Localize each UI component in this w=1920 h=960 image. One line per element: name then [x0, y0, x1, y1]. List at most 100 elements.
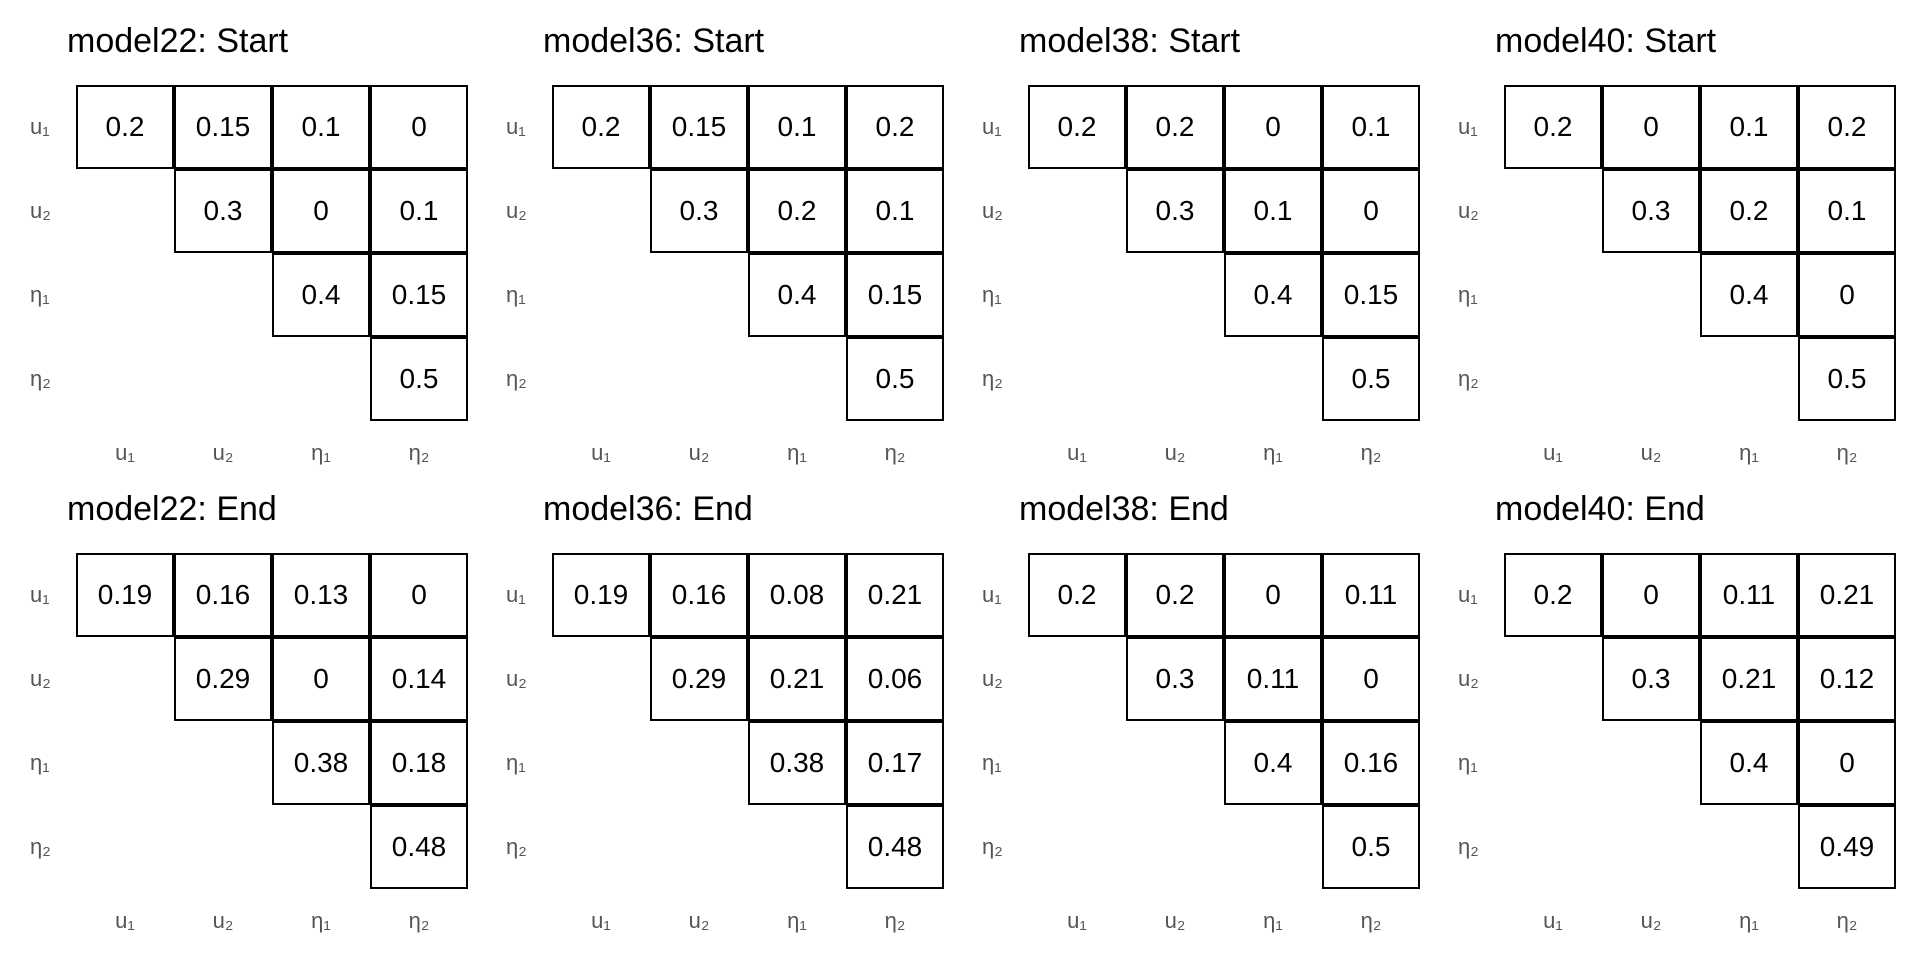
- matrix-cell: 0.11: [1700, 553, 1798, 637]
- matrix-cell: 0.1: [1700, 85, 1798, 169]
- cell-value: 0.11: [1246, 663, 1300, 694]
- cell-value: 0.48: [391, 831, 447, 862]
- row-label: u₁: [506, 114, 526, 139]
- row-label: u₁: [982, 114, 1002, 139]
- column-label: η₁: [1739, 440, 1759, 465]
- row-label: u₁: [982, 582, 1002, 607]
- cell-border: [1322, 553, 1420, 637]
- matrix-cell: 0.2: [1126, 553, 1224, 637]
- cell-value: 0.1: [1729, 111, 1769, 142]
- row-label: η₂: [506, 834, 527, 859]
- row-label: η₂: [30, 834, 51, 859]
- matrix-cell: 0.4: [748, 253, 846, 337]
- cell-value: 0.16: [671, 579, 727, 610]
- cell-border: [650, 85, 748, 169]
- column-label: η₁: [311, 908, 331, 933]
- cell-value: 0.3: [679, 195, 719, 226]
- cell-border: [1322, 637, 1420, 721]
- cell-border: [370, 337, 468, 421]
- cell-border: [748, 553, 846, 637]
- matrix-cell: 0.48: [370, 805, 468, 889]
- matrix-cell: 0.38: [272, 721, 370, 805]
- cell-value: 0.21: [867, 579, 923, 610]
- cell-value: 0.21: [1721, 663, 1777, 694]
- cell-value: 0.48: [867, 831, 923, 862]
- cell-border: [1504, 553, 1602, 637]
- matrix-cell: 0.08: [748, 553, 846, 637]
- cell-value: 0: [1363, 195, 1379, 226]
- cell-value: 0: [411, 579, 427, 610]
- cell-value: 0.08: [769, 579, 825, 610]
- column-label: η₂: [884, 908, 906, 933]
- cell-border: [1798, 553, 1896, 637]
- panel-title: model36: End: [543, 490, 753, 528]
- matrix-cell: 0.19: [552, 553, 650, 637]
- matrix-cell: 0.12: [1798, 637, 1896, 721]
- matrix-cell: 0.4: [1700, 721, 1798, 805]
- row-label: η₂: [1458, 834, 1479, 859]
- row-label: η₁: [982, 282, 1002, 307]
- column-label: u₂: [1164, 440, 1186, 465]
- matrix-cell: 0.2: [1504, 85, 1602, 169]
- cell-border: [1126, 169, 1224, 253]
- matrix-cell: 0.06: [846, 637, 944, 721]
- matrix-cell: 0.4: [1224, 721, 1322, 805]
- column-label: u₂: [1640, 908, 1662, 933]
- cell-value: 0.1: [301, 111, 341, 142]
- cell-border: [370, 805, 468, 889]
- matrix-cell: 0.18: [370, 721, 468, 805]
- cell-border: [272, 637, 370, 721]
- cell-value: 0: [313, 195, 329, 226]
- cell-border: [1798, 805, 1896, 889]
- row-label: η₁: [982, 750, 1002, 775]
- column-label: η₂: [408, 908, 430, 933]
- column-label: u₁: [591, 440, 611, 465]
- cell-border: [370, 553, 468, 637]
- cell-value: 0.15: [867, 279, 923, 310]
- cell-value: 0.12: [1819, 663, 1875, 694]
- cell-value: 0.17: [867, 747, 923, 778]
- cell-value: 0.29: [671, 663, 727, 694]
- cell-border: [370, 85, 468, 169]
- cell-value: 0.3: [1155, 663, 1195, 694]
- cell-border: [1700, 721, 1798, 805]
- matrix-cell: 0.21: [846, 553, 944, 637]
- cell-value: 0: [1643, 579, 1659, 610]
- column-label: u₁: [1543, 908, 1563, 933]
- cell-border: [370, 637, 468, 721]
- cell-border: [1798, 721, 1896, 805]
- cell-border: [1700, 169, 1798, 253]
- cell-value: 0.11: [1344, 579, 1398, 610]
- cell-border: [1224, 253, 1322, 337]
- cell-border: [1700, 253, 1798, 337]
- row-label: u₂: [982, 666, 1003, 691]
- cell-border: [1602, 637, 1700, 721]
- cell-border: [846, 169, 944, 253]
- row-label: u₂: [982, 198, 1003, 223]
- cell-border: [650, 169, 748, 253]
- matrix-cell: 0: [272, 169, 370, 253]
- column-label: η₂: [408, 440, 430, 465]
- column-label: η₁: [1739, 908, 1759, 933]
- matrix-cell: 0.3: [1602, 169, 1700, 253]
- matrix-cell: 0.1: [1224, 169, 1322, 253]
- cell-border: [76, 85, 174, 169]
- cell-value: 0.21: [1819, 579, 1875, 610]
- cell-value: 0: [1265, 579, 1281, 610]
- cell-value: 0.5: [1351, 363, 1391, 394]
- cell-border: [1700, 85, 1798, 169]
- cell-border: [748, 85, 846, 169]
- matrix-cell: 0.2: [1028, 85, 1126, 169]
- matrix-cell: 0.13: [272, 553, 370, 637]
- cell-value: 0.1: [875, 195, 915, 226]
- cell-border: [174, 169, 272, 253]
- cell-border: [748, 169, 846, 253]
- matrix-cell: 0.3: [650, 169, 748, 253]
- panel-title: model38: Start: [1019, 22, 1241, 60]
- column-label: u₂: [1164, 908, 1186, 933]
